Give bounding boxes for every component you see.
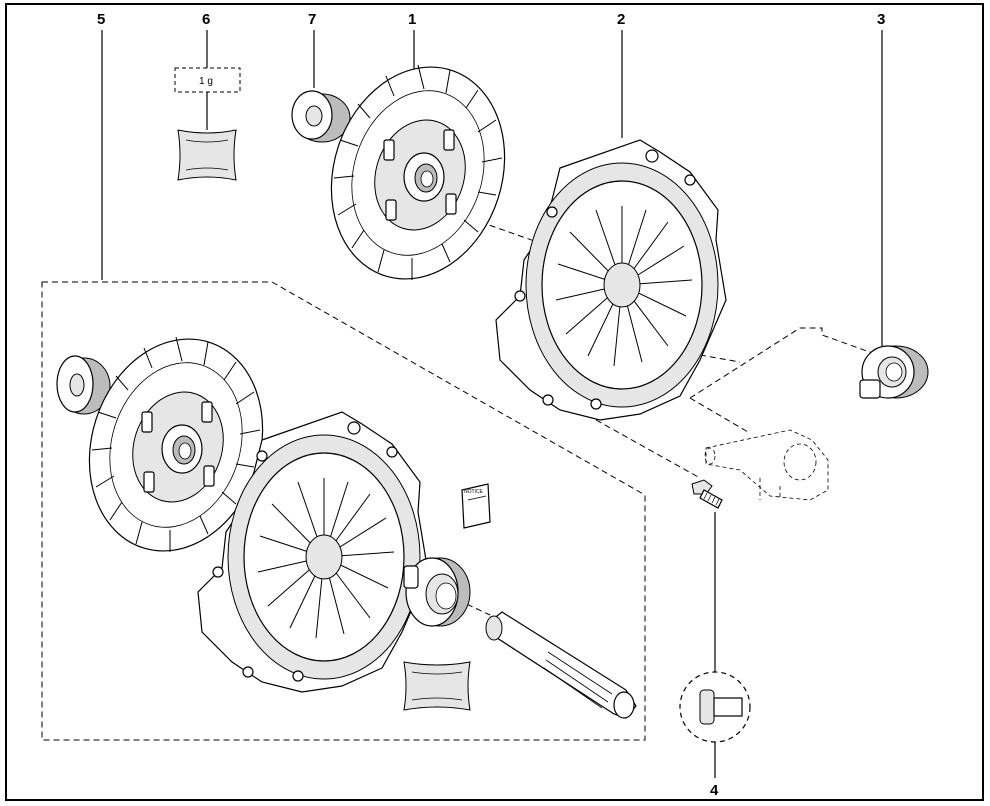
pilot-bearing-ring-top (291, 90, 351, 143)
pressure-plate-top (495, 139, 727, 421)
leader-lines (101, 30, 883, 778)
grease-sachet-kit-icon (403, 661, 471, 711)
release-bearing-kit (403, 557, 471, 627)
diagram-frame (5, 3, 984, 801)
pilot-bearing-ring-kit (56, 355, 111, 415)
clutch-alignment-tool (485, 611, 637, 719)
callout-6: 6 (202, 11, 210, 28)
notice-booklet-label: NOTICE (464, 489, 484, 495)
release-bearing-top (859, 345, 929, 399)
slave-cylinder-phantom (704, 429, 829, 501)
grease-quantity-label: 1 g (199, 76, 213, 87)
callout-7: 7 (308, 11, 316, 28)
grease-sachet-icon (177, 129, 237, 181)
mounting-bolt (691, 479, 723, 509)
pressure-plate-kit (197, 411, 429, 693)
kit-boundary-dashed (41, 281, 646, 741)
callout-4: 4 (710, 782, 719, 799)
grease-quantity-box: 1 g (174, 67, 241, 93)
clutch-disc-kit (88, 336, 264, 552)
callout-1: 1 (408, 11, 416, 28)
callout-5: 5 (97, 11, 105, 28)
clutch-disc-top (330, 64, 506, 280)
bolt-detail-circle (679, 671, 751, 743)
callout-3: 3 (877, 11, 885, 28)
notice-booklet-icon: NOTICE (461, 483, 491, 529)
callout-2: 2 (617, 11, 625, 28)
